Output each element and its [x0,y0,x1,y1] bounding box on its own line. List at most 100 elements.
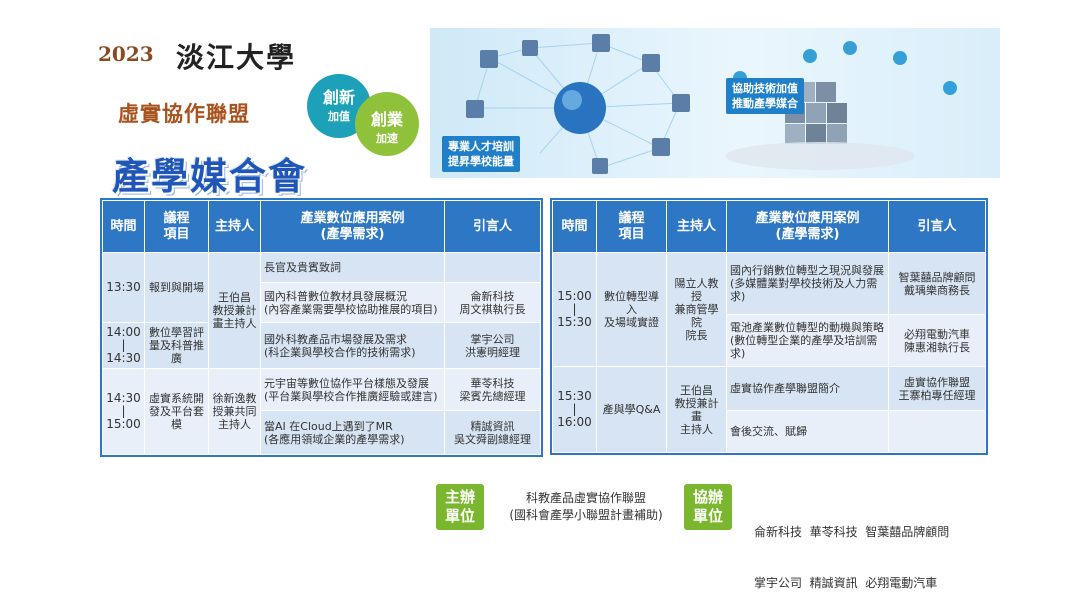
network-illustration [466,34,957,174]
topic-cell: 虛實系統開 發及平台套 模 [144,368,209,455]
coorganizer-text-line2: 掌宇公司 精誠資訊 必翔電動汽車 [754,576,938,590]
case-line: 當AI 在Cloud上遇到了MR [264,419,393,433]
topic-line: 量及科普推 [149,339,204,352]
coorganizer-text-line1: 侖新科技 華苓科技 智葉囍品牌顧問 [754,525,950,539]
speaker-line: 精誠資訊 [470,419,515,433]
speaker-cell: 虛實協作聯盟 王寨柏專任經理 [888,366,986,411]
case-cell: 國內行銷數位轉型之現況與發展 (多媒體業對學校技術及人力需求) [726,252,889,315]
time-cell: 15:30 | 16:00 [552,366,597,453]
event-year: 2023 [98,42,154,66]
topic-line: 數位轉型導入 [604,290,659,316]
time-line: | [121,404,126,418]
case-cell: 國內科普數位教材具發展概況 (內容產業需要學校協助推展的項目) [260,282,445,323]
speaker-line: 梁賓先總經理 [459,389,526,403]
case-line: (數位轉型企業的產學及培訓需求) [730,334,878,360]
banner-right-caption: 協助技術加值 推動產學媒合 [726,78,804,114]
header-case-line2: (產學需求) [775,226,840,242]
time-cell: 15:00 | 15:30 [552,252,597,367]
case-cell: 長官及貴賓致詞 [260,252,445,283]
host-line: 教授兼計畫 [674,396,719,423]
header-topic-line1: 議程 [618,210,645,226]
host-line: 主持人 [218,418,251,431]
speaker-line: 智葉囍品牌顧問 [898,270,976,284]
header-time: 時間 [102,200,145,253]
header-case: 產業數位應用案例(產學需求) [260,200,445,253]
time-line: 16:00 [557,415,592,429]
banner-left-caption: 專業人才培訓 提昇學校能量 [442,136,520,172]
topic-line: 發及平台套 [149,405,204,418]
time-line: 15:30 [557,389,592,403]
speaker-line: 吳文舜副總經理 [454,432,531,446]
case-line: (多媒體業對學校技術及人力需求) [730,277,878,303]
header-case-line1: 產業數位應用案例 [755,210,860,226]
speaker-cell: 精誠資訊 吳文舜副總經理 [444,410,541,455]
organizer-badge-line2: 單位 [444,507,475,525]
topic-line: 廣 [171,352,182,365]
host-line: 畫主持人 [212,317,257,330]
case-line: (科企業與學校合作的技術需求) [264,345,416,359]
speaker-line: 周文祺執行長 [459,302,526,316]
case-line: 國內科普數位教材具發展概況 [264,289,407,303]
topic-cell: 數位學習評 量及科普推 廣 [144,322,209,369]
entrepreneurship-label: 創業 [370,110,403,129]
host-line: 王伯昌 [218,291,251,304]
case-line: (平台業與學校合作推廣經驗或建言) [264,389,438,403]
topic-line: 虛實系統開 [149,392,204,405]
speaker-line: 虛實協作聯盟 [904,375,970,389]
case-line: 元宇宙等數位協作平台樣態及發展 [264,376,429,390]
organizer-text: 科教產品虛實協作聯盟 (國科會產學小聯盟計畫補助) [496,490,676,524]
header-time: 時間 [552,200,597,253]
innovation-sub-label: 加值 [328,110,350,123]
header-topic-line2: 項目 [618,226,645,242]
time-line: 15:00 [106,417,141,431]
host-line: 陽立人教授 [674,277,719,303]
organizer-text-line2: (國科會產學小聯盟計畫補助) [509,508,663,522]
banner-left-caption-line1: 專業人才培訓 [448,140,514,153]
speaker-cell: 華苓科技 梁賓先總經理 [444,368,541,411]
banner-right-caption-line2: 推動產學媒合 [732,97,798,110]
university-name: 淡江大學 [176,41,297,74]
host-line: 徐新逸教 [212,392,257,405]
speaker-line: 華苓科技 [470,376,515,390]
entrepreneurship-sub-label: 加速 [376,132,398,145]
header-topic-line2: 項目 [163,226,190,242]
time-cell: 14:00 | 14:30 [102,322,145,369]
host-line: 授兼共同 [212,405,257,418]
entrepreneurship-badge: 創業 加速 [355,92,419,156]
banner-image: 專業人才培訓 提昇學校能量 協助技術加值 推動產學媒合 [430,28,1000,178]
banner-left-caption-line2: 提昇學校能量 [448,155,514,168]
speaker-line: 侖新科技 [470,289,515,303]
header-speaker: 引言人 [888,200,986,253]
speaker-line: 陳惠湘執行長 [904,340,970,354]
host-cell: 王伯昌 教授兼計 畫主持人 [208,252,261,369]
case-line: 國外科教產品市場發展及需求 [264,332,407,346]
speaker-line: 王寨柏專任經理 [898,388,976,402]
host-line: 教授兼計 [212,304,257,317]
host-line: 兼商管學院 [674,303,719,329]
event-title: 產學媒合會 [112,155,307,198]
coorganizer-badge-line1: 協辦 [692,488,723,506]
host-line: 主持人 [680,422,713,436]
speaker-cell: 必翔電動汽車 陳惠湘執行長 [888,314,986,367]
speaker-line: 洪憲明經理 [465,345,520,359]
speaker-cell [888,410,986,453]
host-line: 王伯昌 [680,383,713,397]
header-topic-line1: 議程 [163,210,190,226]
time-cell: 13:30 [102,252,145,323]
case-line: 國內行銷數位轉型之現況與發展 [730,264,884,277]
topic-cell: 報到與開場 [144,252,209,323]
header-topic: 議程項目 [596,200,667,253]
header-case-line2: (產學需求) [320,226,385,242]
host-cell: 徐新逸教 授兼共同 主持人 [208,368,261,455]
host-line: 院長 [685,329,708,342]
time-cell: 14:30 | 15:00 [102,368,145,455]
header-case-line1: 產業數位應用案例 [300,210,405,226]
topic-line: 模 [171,418,182,431]
case-cell: 當AI 在Cloud上遇到了MR (各應用領域企業的產學需求) [260,410,445,455]
case-line: 電池產業數位轉型的動機與策略 [730,321,884,334]
time-line: 15:30 [557,315,592,329]
case-cell: 虛實協作產學聯盟簡介 [726,366,889,411]
speaker-line: 必翔電動汽車 [904,327,970,341]
topic-cell: 數位轉型導入 及場域實證 [596,252,667,367]
coorganizer-text: 侖新科技 華苓科技 智葉囍品牌顧問 掌宇公司 精誠資訊 必翔電動汽車 [754,490,984,609]
